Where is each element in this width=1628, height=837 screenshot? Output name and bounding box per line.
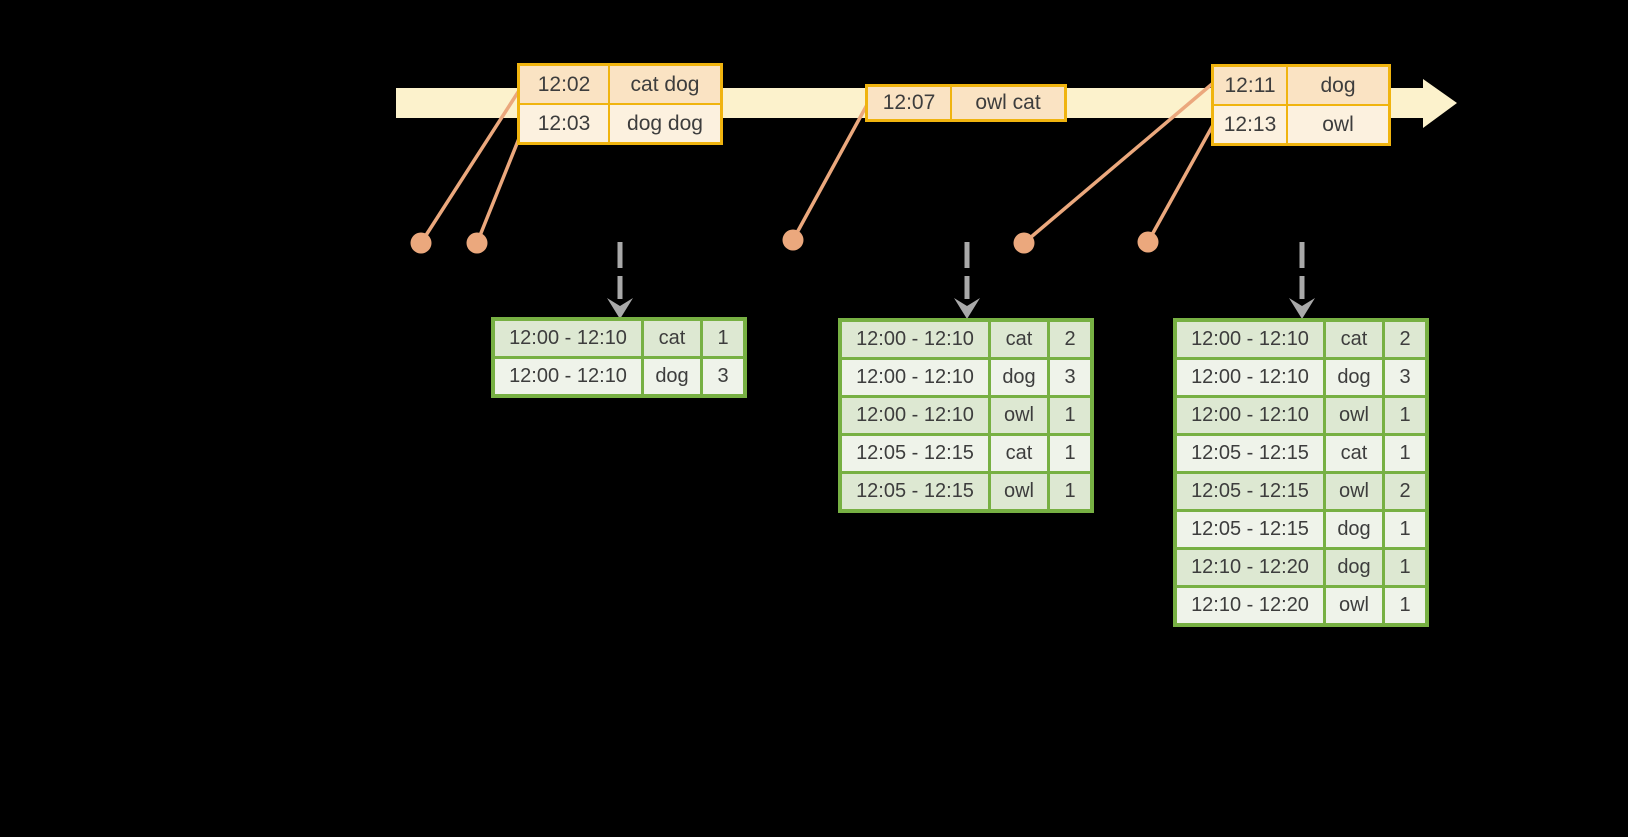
event-marker-dot — [410, 232, 432, 254]
trigger-arrow-head-icon — [1289, 298, 1315, 319]
count-cell: 1 — [1385, 398, 1425, 433]
event-time-cell: 12:02 — [520, 66, 608, 103]
trigger-arrow-head-icon — [607, 298, 633, 319]
result-table-2: 12:00 - 12:10 cat 2 12:00 - 12:10 dog 3 … — [838, 318, 1094, 513]
count-cell: 2 — [1050, 322, 1090, 357]
window-cell: 12:00 - 12:10 — [1177, 360, 1323, 395]
window-cell: 12:05 - 12:15 — [1177, 474, 1323, 509]
count-cell: 1 — [1385, 436, 1425, 471]
event-marker-dot — [1137, 231, 1159, 253]
count-cell: 2 — [1385, 322, 1425, 357]
event-connector-lines — [419, 82, 1215, 245]
count-cell: 3 — [1050, 360, 1090, 395]
event-marker-dot — [782, 229, 804, 251]
count-cell: 1 — [1050, 398, 1090, 433]
result-table-3: 12:00 - 12:10 cat 2 12:00 - 12:10 dog 3 … — [1173, 318, 1429, 627]
word-cell: owl — [1326, 398, 1382, 433]
event-time-cell: 12:13 — [1214, 106, 1286, 143]
word-cell: dog — [1326, 512, 1382, 547]
event-time-cell: 12:11 — [1214, 67, 1286, 104]
timeline-arrow-head — [1423, 79, 1457, 128]
event-connector-line — [419, 85, 524, 244]
event-connector-line — [1022, 82, 1214, 245]
count-cell: 1 — [703, 321, 743, 356]
count-cell: 1 — [1385, 550, 1425, 585]
event-marker-dot — [1013, 232, 1035, 254]
window-cell: 12:10 - 12:20 — [1177, 550, 1323, 585]
count-cell: 1 — [1385, 512, 1425, 547]
count-cell: 1 — [1050, 474, 1090, 509]
window-cell: 12:05 - 12:15 — [1177, 436, 1323, 471]
word-cell: owl — [1326, 474, 1382, 509]
event-words-cell: cat dog — [610, 66, 720, 103]
word-cell: dog — [991, 360, 1047, 395]
word-cell: dog — [1326, 550, 1382, 585]
event-time-cell: 12:07 — [868, 87, 950, 119]
word-cell: owl — [991, 398, 1047, 433]
word-cell: cat — [991, 322, 1047, 357]
window-cell: 12:05 - 12:15 — [1177, 512, 1323, 547]
window-cell: 12:05 - 12:15 — [842, 436, 988, 471]
event-connector-line — [475, 125, 526, 244]
window-cell: 12:10 - 12:20 — [1177, 588, 1323, 623]
window-cell: 12:00 - 12:10 — [842, 360, 988, 395]
word-cell: owl — [991, 474, 1047, 509]
window-cell: 12:00 - 12:10 — [495, 321, 641, 356]
event-connector-line — [1146, 124, 1215, 243]
trigger-arrow-head-icon — [954, 298, 980, 319]
word-cell: cat — [1326, 322, 1382, 357]
window-cell: 12:00 - 12:10 — [1177, 398, 1323, 433]
word-cell: dog — [644, 359, 700, 394]
count-cell: 1 — [1050, 436, 1090, 471]
event-marker-dots — [410, 229, 1159, 254]
count-cell: 2 — [1385, 474, 1425, 509]
word-cell: dog — [1326, 360, 1382, 395]
window-cell: 12:00 - 12:10 — [1177, 322, 1323, 357]
window-cell: 12:00 - 12:10 — [495, 359, 641, 394]
event-words-cell: owl cat — [952, 87, 1064, 119]
word-cell: cat — [1326, 436, 1382, 471]
event-table-1: 12:02 cat dog 12:03 dog dog — [517, 63, 723, 145]
window-cell: 12:00 - 12:10 — [842, 398, 988, 433]
count-cell: 1 — [1385, 588, 1425, 623]
event-marker-dot — [466, 232, 488, 254]
word-cell: cat — [991, 436, 1047, 471]
event-words-cell: dog dog — [610, 105, 720, 142]
event-words-cell: dog — [1288, 67, 1388, 104]
window-cell: 12:05 - 12:15 — [842, 474, 988, 509]
count-cell: 3 — [703, 359, 743, 394]
event-words-cell: owl — [1288, 106, 1388, 143]
trigger-arrows — [607, 242, 1315, 319]
word-cell: cat — [644, 321, 700, 356]
event-table-3: 12:11 dog 12:13 owl — [1211, 64, 1391, 146]
word-cell: owl — [1326, 588, 1382, 623]
result-table-1: 12:00 - 12:10 cat 1 12:00 - 12:10 dog 3 — [491, 317, 747, 398]
event-time-cell: 12:03 — [520, 105, 608, 142]
event-table-2: 12:07 owl cat — [865, 84, 1067, 122]
count-cell: 3 — [1385, 360, 1425, 395]
window-cell: 12:00 - 12:10 — [842, 322, 988, 357]
event-connector-line — [791, 102, 870, 241]
